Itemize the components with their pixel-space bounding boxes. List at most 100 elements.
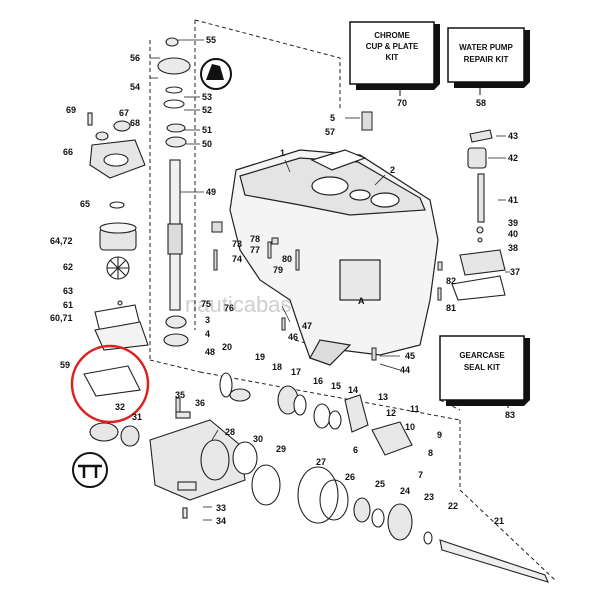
callout-31: 31 xyxy=(132,412,142,422)
callout-32: 32 xyxy=(115,402,125,412)
callout-76: 76 xyxy=(224,303,234,313)
callout-4: 4 xyxy=(205,329,210,339)
callout-18: 18 xyxy=(272,362,282,372)
callout-43: 43 xyxy=(508,131,518,141)
callout-19: 19 xyxy=(255,352,265,362)
assembly-outlines xyxy=(149,19,556,581)
callout-6: 6 xyxy=(353,445,358,455)
callout-81: 81 xyxy=(446,303,456,313)
callout-11: 11 xyxy=(410,404,420,414)
callout-24: 24 xyxy=(400,486,410,496)
kit-number: 83 xyxy=(505,410,515,420)
callout-45: 45 xyxy=(405,351,415,361)
callout-63: 63 xyxy=(63,286,73,296)
callout-3: 3 xyxy=(205,315,210,325)
callout-65: 65 xyxy=(80,199,90,209)
callout-33: 33 xyxy=(216,503,226,513)
callout-53: 53 xyxy=(202,92,212,102)
callout-8: 8 xyxy=(428,448,433,458)
callout-9: 9 xyxy=(437,430,442,440)
kit-line: GEARCASE xyxy=(459,351,505,360)
callout-80: 80 xyxy=(282,254,292,264)
callout-60-71: 60,71 xyxy=(50,313,73,323)
callout-41: 41 xyxy=(508,195,518,205)
callout-73: 73 xyxy=(232,239,242,249)
gearcase-housing xyxy=(229,149,439,366)
callout-40: 40 xyxy=(508,229,518,239)
callout-69: 69 xyxy=(66,105,76,115)
callout-30: 30 xyxy=(253,434,263,444)
callout-44: 44 xyxy=(400,365,410,375)
callout-38: 38 xyxy=(508,243,518,253)
callout-15: 15 xyxy=(331,381,341,391)
callout-48: 48 xyxy=(205,347,215,357)
chrome-cup-plate-kit: CHROME CUP & PLATE KIT 70 xyxy=(349,21,440,108)
callout-61: 61 xyxy=(63,300,73,310)
kit-number: 58 xyxy=(476,98,486,108)
callout-46: 46 xyxy=(288,332,298,342)
callout-57: 57 xyxy=(325,127,335,137)
exhaust-seal xyxy=(310,149,367,171)
callout-68: 68 xyxy=(130,118,140,128)
callout-75: 75 xyxy=(201,299,211,309)
kit-number: 70 xyxy=(397,98,407,108)
kit-line: CUP & PLATE xyxy=(366,42,419,51)
callout-25: 25 xyxy=(375,479,385,489)
callout-27: 27 xyxy=(316,457,326,467)
highlight-circle xyxy=(70,344,150,424)
callout-42: 42 xyxy=(508,153,518,163)
callout-79: 79 xyxy=(273,265,283,275)
kit-line: KIT xyxy=(386,53,399,62)
callout-55: 55 xyxy=(206,35,216,45)
callout-2: 2 xyxy=(390,165,395,175)
callout-47: 47 xyxy=(302,321,312,331)
callout-74: 74 xyxy=(232,254,242,264)
fasteners xyxy=(175,221,443,413)
water-pump-stack xyxy=(157,37,191,347)
callout-66: 66 xyxy=(63,147,73,157)
callout-23: 23 xyxy=(424,492,434,502)
callout-5: 5 xyxy=(330,113,335,123)
water-pump-parts xyxy=(83,112,149,447)
callout-28: 28 xyxy=(225,427,235,437)
callout-1: 1 xyxy=(280,148,285,158)
shift-parts xyxy=(451,129,506,301)
callout-29: 29 xyxy=(276,444,286,454)
callout-10: 10 xyxy=(405,422,415,432)
kit-line: REPAIR KIT xyxy=(464,55,509,64)
callout-A: A xyxy=(358,296,365,306)
callout-78: 78 xyxy=(250,234,260,244)
callout-77: 77 xyxy=(250,245,260,255)
callout-59: 59 xyxy=(60,360,70,370)
leader-lines xyxy=(150,39,510,521)
callout-22: 22 xyxy=(448,501,458,511)
callout-54: 54 xyxy=(130,82,140,92)
kit-line: SEAL KIT xyxy=(464,363,500,372)
callout-39: 39 xyxy=(508,218,518,228)
kit-line: WATER PUMP xyxy=(459,43,513,52)
callout-49: 49 xyxy=(206,187,216,197)
callout-56: 56 xyxy=(130,53,140,63)
callout-52: 52 xyxy=(202,105,212,115)
lubricant-icon xyxy=(200,58,232,90)
kit-line: CHROME xyxy=(374,31,410,40)
part-block xyxy=(361,111,373,131)
callout-21: 21 xyxy=(494,516,504,526)
callout-50: 50 xyxy=(202,139,212,149)
water-pump-repair-kit: WATER PUMP REPAIR KIT 58 xyxy=(447,27,530,108)
callout-14: 14 xyxy=(348,385,358,395)
callout-12: 12 xyxy=(386,408,396,418)
callout-36: 36 xyxy=(195,398,205,408)
callout-51: 51 xyxy=(202,125,212,135)
callout-13: 13 xyxy=(378,392,388,402)
sealant-icon xyxy=(72,452,108,488)
callout-35: 35 xyxy=(175,390,185,400)
callout-7: 7 xyxy=(418,470,423,480)
lower-drive-parts xyxy=(149,372,549,583)
callout-82: 82 xyxy=(446,276,456,286)
callout-labels: 55 56 54 53 52 51 50 49 69 67 68 66 65 6… xyxy=(50,35,520,526)
callout-37: 37 xyxy=(510,267,520,277)
callout-26: 26 xyxy=(345,472,355,482)
